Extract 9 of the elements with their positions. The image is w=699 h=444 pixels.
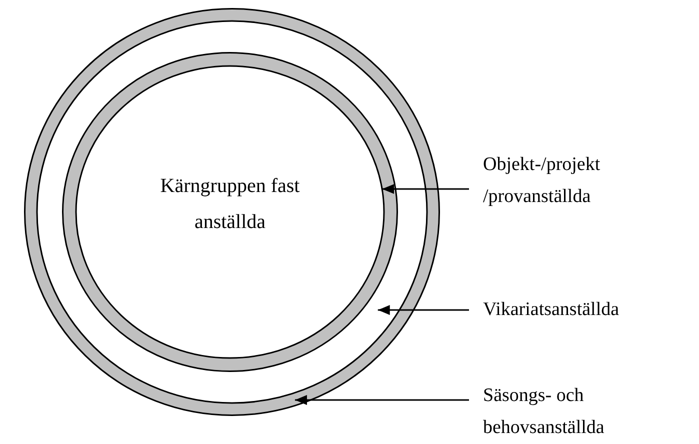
leader-label: Vikariatsanställda (483, 298, 620, 322)
leader-label: Säsongs- och behovsanställda (483, 384, 606, 440)
leader-arrow (382, 184, 469, 194)
circle-label: Kärngruppen fast anställda (160, 174, 300, 235)
leader-arrow (294, 395, 469, 405)
leader-label: Objekt-/projekt /provanställda (483, 153, 602, 209)
leader-arrow (378, 305, 469, 315)
ring-band (24, 8, 440, 416)
ring-band (62, 52, 398, 372)
